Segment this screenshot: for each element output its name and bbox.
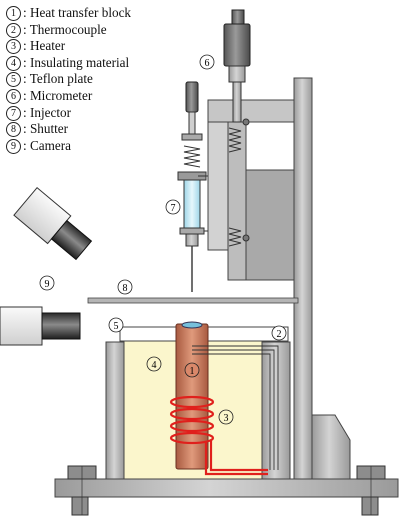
callout-2: 2 [272,326,286,340]
callout-5: 5 [109,318,123,332]
callout-4: 4 [147,357,161,371]
callout-7-label: 7 [171,203,176,214]
callout-1-label: 1 [190,366,195,377]
callout-4-label: 4 [152,360,157,371]
camera-angled [14,188,95,264]
callout-8: 8 [118,280,132,294]
injector [178,82,208,292]
camera-horizontal [0,307,80,345]
support-column [294,78,350,479]
micrometer-stage [208,100,294,280]
callout-3-label: 3 [224,413,229,424]
callout-1: 1 [185,363,199,377]
heat-transfer-block [176,322,208,469]
callout-6-label: 6 [205,58,210,69]
callout-7: 7 [166,200,180,214]
callout-5-label: 5 [114,321,119,332]
callout-3: 3 [219,410,233,424]
callout-2-label: 2 [277,329,282,340]
callout-9: 9 [40,276,54,290]
callout-6: 6 [200,55,214,69]
callout-8-label: 8 [123,283,128,294]
callout-9-label: 9 [45,279,50,290]
shutter [88,298,298,303]
